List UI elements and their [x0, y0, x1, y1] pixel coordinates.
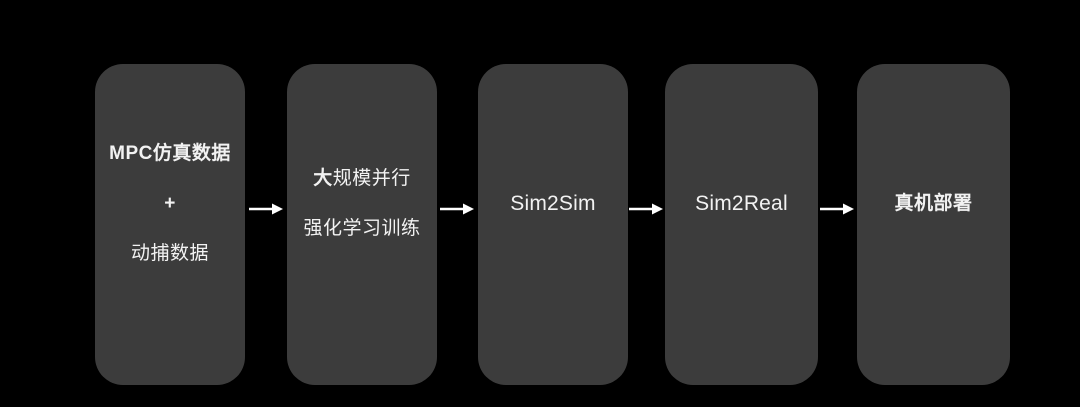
node-label: 动捕数据	[130, 243, 209, 264]
node-label: MPC仿真数据	[109, 143, 231, 164]
plus-sign: +	[164, 193, 176, 214]
arrow-right-icon	[440, 203, 474, 215]
node-label: Sim2Real	[695, 192, 788, 215]
node-sim2sim: Sim2Sim	[478, 64, 628, 385]
node-real-deploy: 真机部署	[857, 64, 1010, 385]
node-label: Sim2Sim	[510, 192, 596, 215]
arrow-right-icon	[249, 203, 283, 215]
node-label-emphasis: 大	[313, 168, 333, 189]
node-rl-training: 大规模并行 强化学习训练	[287, 64, 437, 385]
node-label: 大规模并行	[313, 154, 411, 204]
node-label: 真机部署	[894, 193, 973, 214]
node-label: 强化学习训练	[303, 218, 421, 239]
node-mpc-sim-data: MPC仿真数据 + 动捕数据	[95, 64, 245, 385]
arrow-right-icon	[820, 203, 854, 215]
arrow-right-icon	[629, 203, 663, 215]
node-sim2real: Sim2Real	[665, 64, 818, 385]
node-label-rest: 规模并行	[332, 168, 411, 189]
